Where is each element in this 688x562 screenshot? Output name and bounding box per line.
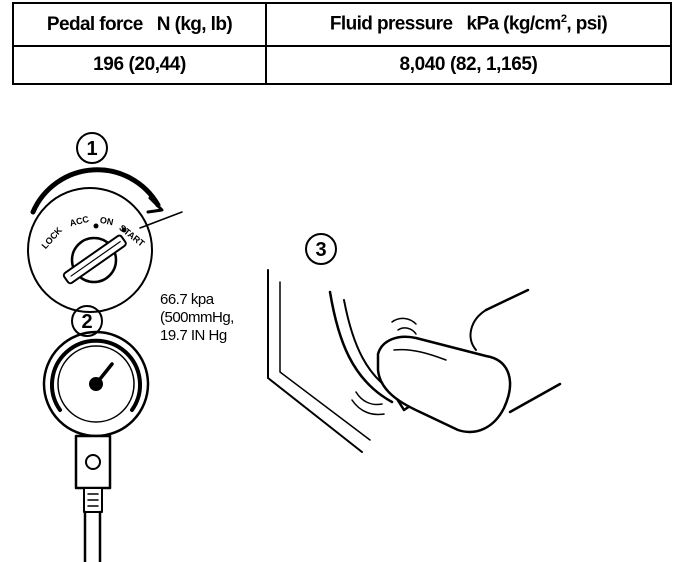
vacuum-inhg: 19.7 IN Hg (160, 327, 227, 344)
callout-1 (76, 132, 108, 164)
vacuum-gauge (42, 330, 150, 562)
pedal-force-value: 196 (20,44) (12, 45, 267, 85)
callout-2 (71, 305, 103, 337)
vacuum-mmhg: (500mmHg, (160, 309, 234, 326)
ignition-key (62, 234, 127, 285)
callout-3-number: 3 (315, 239, 326, 261)
callout-2-number: 2 (81, 311, 92, 333)
callout-3 (305, 233, 337, 265)
start-pointer (139, 211, 183, 229)
gauge-scale (50, 338, 142, 412)
header-label: Pedal force (46, 13, 143, 35)
header-label: Fluid pressure (329, 13, 453, 35)
key-cylinder (70, 236, 118, 284)
ignition-bezel (27, 187, 153, 313)
leg (484, 288, 530, 312)
fitting-nut (85, 454, 101, 470)
callout-circle (76, 132, 108, 164)
callout-1-number: 1 (86, 138, 97, 160)
motion-lines (397, 327, 417, 335)
header-unit-sup: 2 (560, 13, 567, 26)
vacuum-reading-label: 66.7 kpa (500mmHg, 19.7 IN Hg (160, 291, 234, 345)
shoe (376, 335, 512, 434)
fluid-pressure-header: Fluid pressure kPa (kg/cm2, psi) (265, 2, 672, 47)
spec-table: Pedal force N (kg, lb) Fluid pressure kP… (12, 2, 672, 85)
ignition-switch (27, 167, 183, 313)
ignition-label-on: ON (99, 215, 114, 228)
rotation-arc (30, 167, 161, 215)
header-unit: N (kg, lb) (156, 13, 233, 35)
table-header-row: Pedal force N (kg, lb) Fluid pressure kP… (12, 2, 672, 47)
pedal-arm (328, 290, 394, 404)
floor-panel (267, 269, 363, 453)
vacuum-kpa: 66.7 kpa (160, 291, 214, 308)
table-row: 196 (20,44) 8,040 (82, 1,165) (12, 45, 672, 85)
gauge-fitting (74, 434, 112, 490)
pedal-force-header: Pedal force N (kg, lb) (12, 2, 267, 47)
gauge-hub (89, 377, 103, 391)
arc-arrowhead (146, 196, 164, 214)
callout-circle (71, 305, 103, 337)
ignition-label-acc: ACC (69, 214, 91, 229)
fluid-pressure-value: 8,040 (82, 1,165) (265, 45, 672, 85)
ignition-label-lock: LOCK (40, 225, 65, 251)
gauge-face (57, 345, 135, 423)
header-unit: kPa (kg/cm (466, 13, 561, 35)
brake-pedal-scene (267, 269, 562, 453)
header-unit-tail: , psi) (566, 13, 608, 35)
callout-circle (305, 233, 337, 265)
